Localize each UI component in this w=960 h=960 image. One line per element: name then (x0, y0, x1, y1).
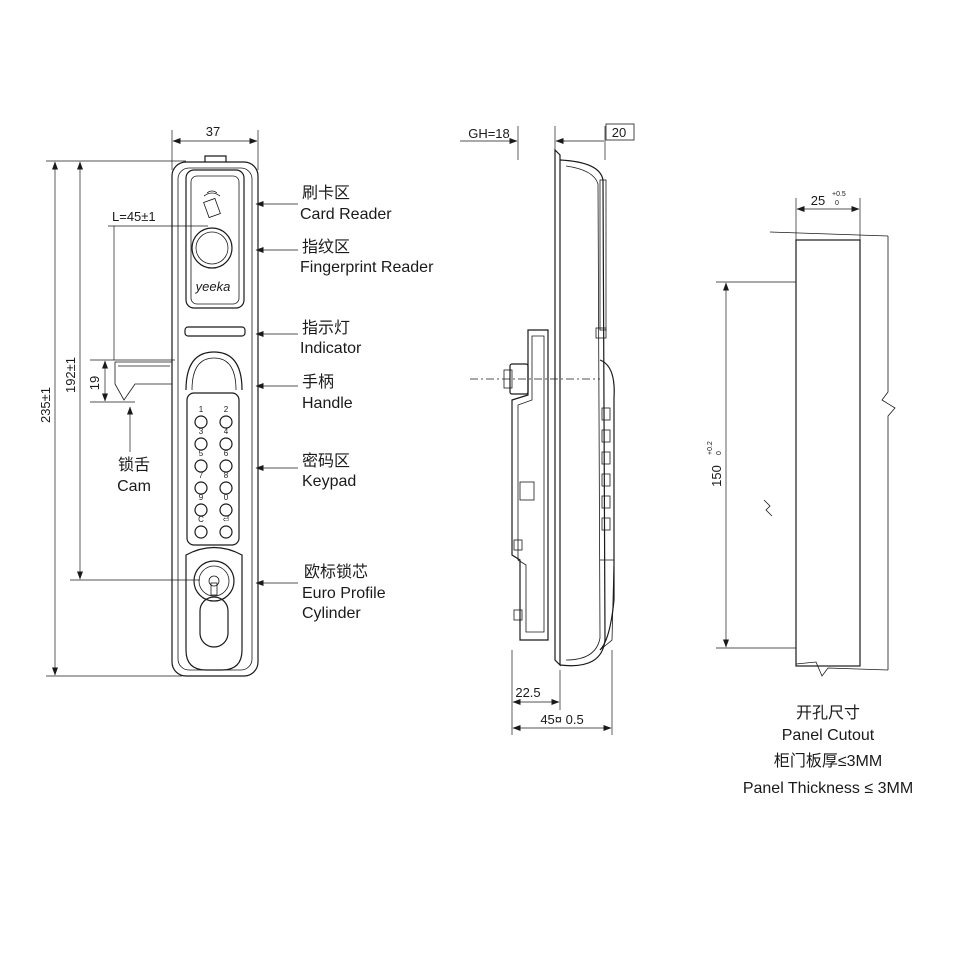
thickness-zh: 柜门板厚≤3MM (774, 752, 882, 770)
callout-cylinder-zh: 欧标锁芯 (304, 563, 368, 581)
keypad-key-label: 0 (224, 493, 229, 502)
depth-value: 20 (612, 125, 626, 140)
keypad-key-label: 2 (224, 405, 229, 414)
cutout-title-zh: 开孔尺寸 (796, 704, 860, 722)
callouts: 刷卡区 Card Reader 指纹区 Fingerprint Reader 指… (255, 184, 434, 622)
height-value: 235±1 (38, 387, 53, 423)
keypad-key (219, 437, 233, 451)
callout-keypad-zh: 密码区 (302, 452, 350, 470)
width-value: 37 (206, 124, 220, 139)
side-key (601, 473, 611, 487)
cutout-rect (795, 239, 861, 667)
keypad-key-label: 8 (224, 471, 229, 480)
card-reader-icon (203, 190, 221, 219)
keypad-key (219, 481, 233, 495)
thickness-en: Panel Thickness ≤ 3MM (743, 780, 913, 797)
cam-distance-value: 192±1 (63, 357, 78, 393)
height-dimension: 235±1 (38, 160, 186, 677)
keypad-key-label: ⏎ (223, 515, 230, 524)
keypad-key-label: 7 (199, 471, 204, 480)
side-key (601, 429, 611, 443)
side-view: GH=18 20 22.5 45¤ 0.5 (460, 123, 635, 735)
panel-cutout: 25 +0.5 0 150 +0.2 0 开孔尺寸 Panel Cutout 柜… (707, 191, 913, 797)
keypad-key (194, 503, 208, 517)
callout-fingerprint-zh: 指纹区 (302, 238, 350, 256)
keypad-key-label: 9 (199, 493, 204, 502)
indicator-light (184, 326, 246, 337)
callout-indicator-zh: 指示灯 (302, 319, 350, 337)
range-value: 45¤ 0.5 (540, 712, 583, 727)
keypad-key (219, 503, 233, 517)
keypad: 1 2 3 4 5 6 7 8 9 0C ⏎ (194, 405, 233, 539)
cam-width-value: 19 (87, 376, 102, 390)
cutout-title-en: Panel Cutout (782, 727, 875, 744)
keypad-key (194, 459, 208, 473)
gh-value: GH=18 (468, 126, 510, 141)
front-view: 37 235±1 192±1 L=45±1 19 (38, 124, 434, 677)
side-key (601, 495, 611, 509)
keypad-key (194, 481, 208, 495)
cylinder-ring (193, 560, 235, 602)
keypad-key-label: 6 (224, 449, 229, 458)
callout-fingerprint-en: Fingerprint Reader (300, 259, 434, 276)
keypad-key (219, 459, 233, 473)
callout-indicator-en: Indicator (300, 340, 362, 357)
callout-cylinder-en: Euro Profile (302, 585, 386, 602)
cutout-height-tol-lower: 0 (716, 451, 723, 455)
cutout-width-tol-lower: 0 (835, 200, 839, 207)
keypad-key-label: C (198, 515, 204, 524)
cutout-width-value: 25 (811, 193, 825, 208)
callout-cylinder-en2: Cylinder (302, 605, 361, 622)
callout-keypad-en: Keypad (302, 473, 356, 490)
keypad-key-label: 4 (224, 427, 229, 436)
cutout-width-tol-upper: +0.5 (832, 191, 846, 198)
handle (185, 351, 243, 391)
keypad-key (219, 415, 233, 429)
cutout-height-tol-upper: +0.2 (707, 441, 714, 455)
key-hole-icon (208, 575, 220, 587)
fingerprint-offset-dimension: L=45±1 (108, 209, 208, 360)
keypad-key-label: 1 (199, 405, 204, 414)
keypad-key (194, 437, 208, 451)
cam-distance-dimension: 192±1 (63, 161, 200, 581)
side-keys (601, 407, 611, 531)
cam-label-zh: 锁舌 (118, 456, 150, 474)
keypad-key (194, 525, 208, 539)
fingerprint-sensor-icon (191, 227, 233, 269)
keypad-panel (186, 392, 240, 546)
callout-card-reader-zh: 刷卡区 (302, 184, 350, 202)
fingerprint-offset-value: L=45±1 (112, 209, 156, 224)
side-key (601, 407, 611, 421)
keypad-key-label: 5 (199, 449, 204, 458)
side-key (601, 517, 611, 531)
offset-value: 22.5 (515, 685, 540, 700)
cutout-height-value: 150 (709, 465, 724, 487)
lock-body: yeeka 1 2 3 4 5 6 7 8 9 0C ⏎ (171, 155, 259, 677)
keypad-key (194, 415, 208, 429)
keypad-key-label: 3 (199, 427, 204, 436)
cam: 19 锁舌 Cam (87, 359, 175, 495)
callout-handle-en: Handle (302, 395, 353, 412)
depth-box (605, 123, 635, 141)
side-key (601, 451, 611, 465)
callout-handle-zh: 手柄 (302, 373, 334, 391)
brand-logo: yeeka (195, 279, 231, 294)
width-dimension: 37 (171, 124, 259, 170)
euro-cylinder-slot (199, 596, 229, 648)
callout-card-reader-en: Card Reader (300, 206, 392, 223)
cam-label-en: Cam (117, 478, 151, 495)
keypad-key (219, 525, 233, 539)
